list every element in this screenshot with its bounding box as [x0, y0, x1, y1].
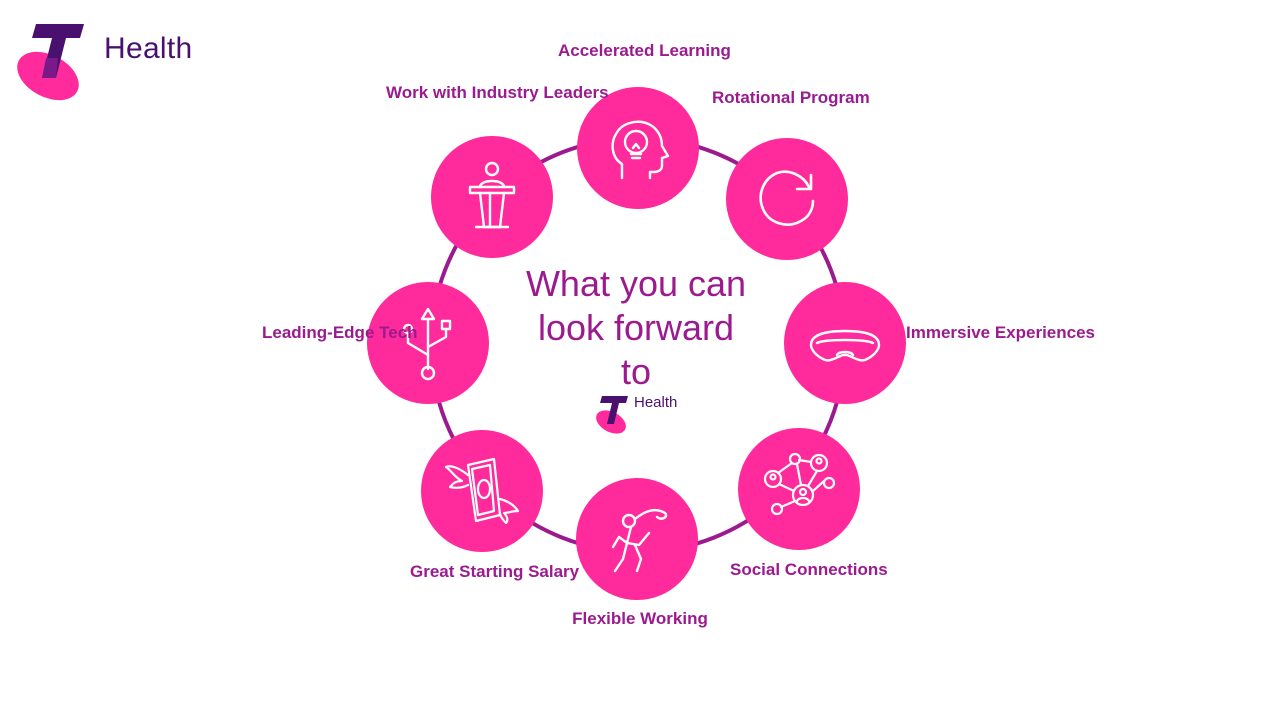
vr-headset-icon: [809, 329, 881, 362]
immersive-experiences-label: Immersive Experiences: [906, 323, 1096, 342]
center-title: What you can look forward to: [525, 263, 747, 392]
podium-speaker-icon: [468, 161, 516, 229]
accelerated-learning-label: Accelerated Learning: [558, 41, 731, 60]
great-starting-salary-label: Great Starting Salary: [410, 562, 580, 581]
great-starting-salary-node: [421, 430, 543, 552]
lightbulb-head-icon: [611, 120, 670, 180]
immersive-experiences-node: [784, 282, 906, 404]
social-connections-label: Social Connections: [730, 560, 888, 579]
telstra-t-small-icon: [596, 396, 628, 434]
usb-icon: [402, 307, 452, 381]
flexible-working-node: [576, 478, 698, 600]
social-connections-node: [738, 428, 860, 550]
rotate-arrow-icon: [759, 170, 815, 226]
center-brand-logo: Health: [594, 394, 704, 438]
rotational-program-node: [726, 138, 848, 260]
flexible-working-label: Flexible Working: [572, 609, 708, 628]
leading-edge-tech-label: Leading-Edge Tech: [262, 323, 418, 342]
work-with-industry-leaders-node: [431, 136, 553, 258]
center-brand-name: Health: [634, 394, 678, 411]
accelerated-learning-node: [577, 87, 699, 209]
network-people-icon: [763, 452, 836, 516]
brand-logo: Health: [14, 18, 214, 102]
leading-edge-tech-node: [367, 282, 489, 404]
flexible-person-icon: [611, 508, 668, 573]
brand-name: Health: [104, 32, 193, 65]
flying-money-icon: [444, 457, 520, 525]
telstra-t-logo-icon: [17, 24, 84, 101]
rotational-program-label: Rotational Program: [712, 88, 870, 107]
work-with-industry-leaders-label: Work with Industry Leaders: [386, 83, 609, 102]
